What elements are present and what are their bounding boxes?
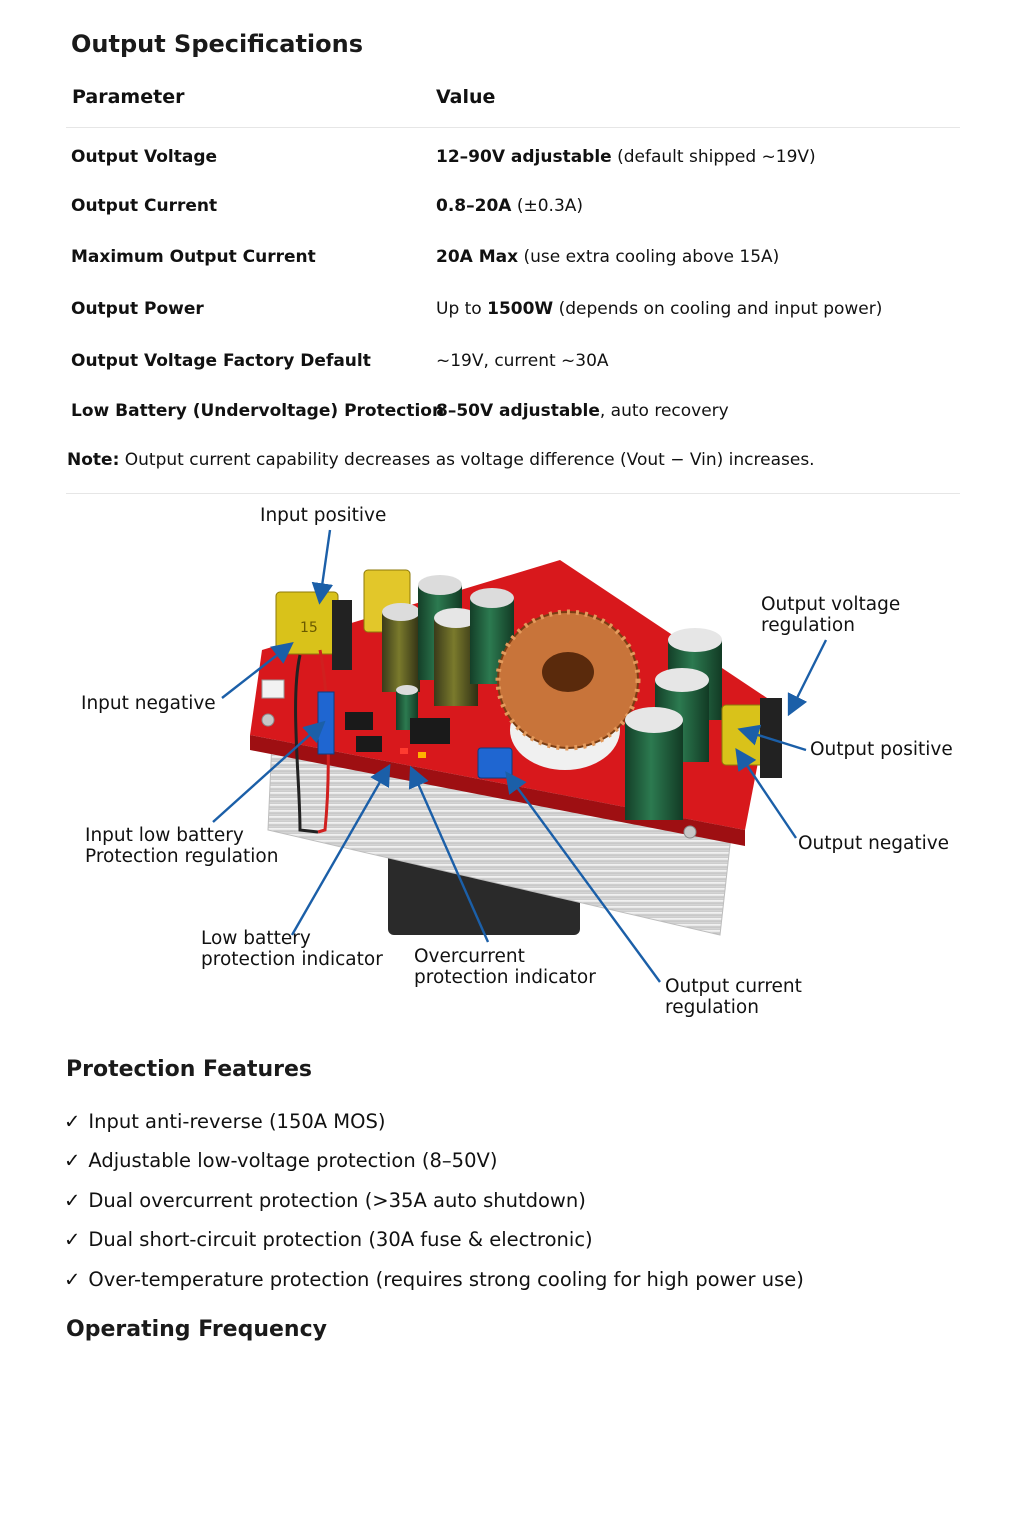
callout-arrows [212,529,828,983]
param-name: Output Voltage [71,147,218,167]
label-overcurrent-indicator: Overcurrent [414,946,525,967]
mounting-hole [261,713,275,727]
param-value: 20A Max (use extra cooling above 15A) [436,247,780,267]
param-value: 0.8–20A (±0.3A) [436,196,584,216]
frequency-title: Operating Frequency [66,1317,327,1342]
list-item: ✓Dual overcurrent protection (>35A auto … [64,1189,586,1212]
param-name: Output Voltage Factory Default [71,351,371,371]
param-value: 8–50V adjustable, auto recovery [436,401,729,421]
param-name: Output Power [71,299,204,319]
spec-title: Output Specifications [71,30,364,58]
check-icon: ✓ [64,1110,81,1133]
header-parameter: Parameter [72,86,185,108]
header-divider [66,127,960,128]
fuse-marking: 15 [300,620,318,636]
label-output-negative: Output negative [798,833,949,854]
param-name: Maximum Output Current [71,247,316,267]
label-output-positive: Output positive [810,739,953,760]
undervoltage-trimmer [317,691,335,755]
list-item: ✓Over-temperature protection (requires s… [64,1268,804,1291]
param-value: Up to 1500W (depends on cooling and inpu… [436,299,883,319]
check-icon: ✓ [64,1189,81,1212]
mounting-hole [683,825,697,839]
label-input-low-battery-line2: Protection regulation [85,846,278,867]
mosfet-chip [345,712,373,730]
param-name: Output Current [71,196,218,216]
low-battery-led [400,748,408,754]
label-output-voltage: Output voltage [761,594,900,615]
connector [261,679,285,699]
label-output-voltage-line2: regulation [761,615,855,636]
input-capacitors [382,575,514,730]
current-trimmer [477,747,513,779]
control-ic [410,718,450,744]
check-icon: ✓ [64,1228,81,1251]
label-input-low-battery: Input low battery [85,825,244,846]
output-capacitors [625,628,722,820]
param-value: 12–90V adjustable (default shipped ~19V) [436,147,816,167]
label-input-positive: Input positive [260,505,386,526]
check-icon: ✓ [64,1149,81,1172]
label-low-battery-indicator: Low battery [201,928,311,949]
label-low-battery-indicator-line2: protection indicator [201,949,383,970]
label-output-current-line2: regulation [665,997,759,1018]
check-icon: ✓ [64,1268,81,1291]
toroid-inductor [495,609,641,770]
label-overcurrent-indicator-line2: protection indicator [414,967,596,988]
list-item: ✓Input anti-reverse (150A MOS) [64,1110,386,1133]
spec-note: Note: Output current capability decrease… [67,450,815,470]
label-output-current: Output current [665,976,802,997]
mosfet-chip [356,736,382,752]
header-value: Value [436,86,496,108]
overcurrent-led [418,752,426,758]
list-item: ✓Dual short-circuit protection (30A fuse… [64,1228,593,1251]
list-item: ✓Adjustable low-voltage protection (8–50… [64,1149,498,1172]
param-name: Low Battery (Undervoltage) Protection [71,401,445,421]
note-divider [66,493,960,494]
protection-title: Protection Features [66,1057,313,1082]
label-input-negative: Input negative [81,693,216,714]
module-diagram: 15 Input positive Input negative Input l [81,505,953,1018]
param-value: ~19V, current ~30A [436,351,609,371]
